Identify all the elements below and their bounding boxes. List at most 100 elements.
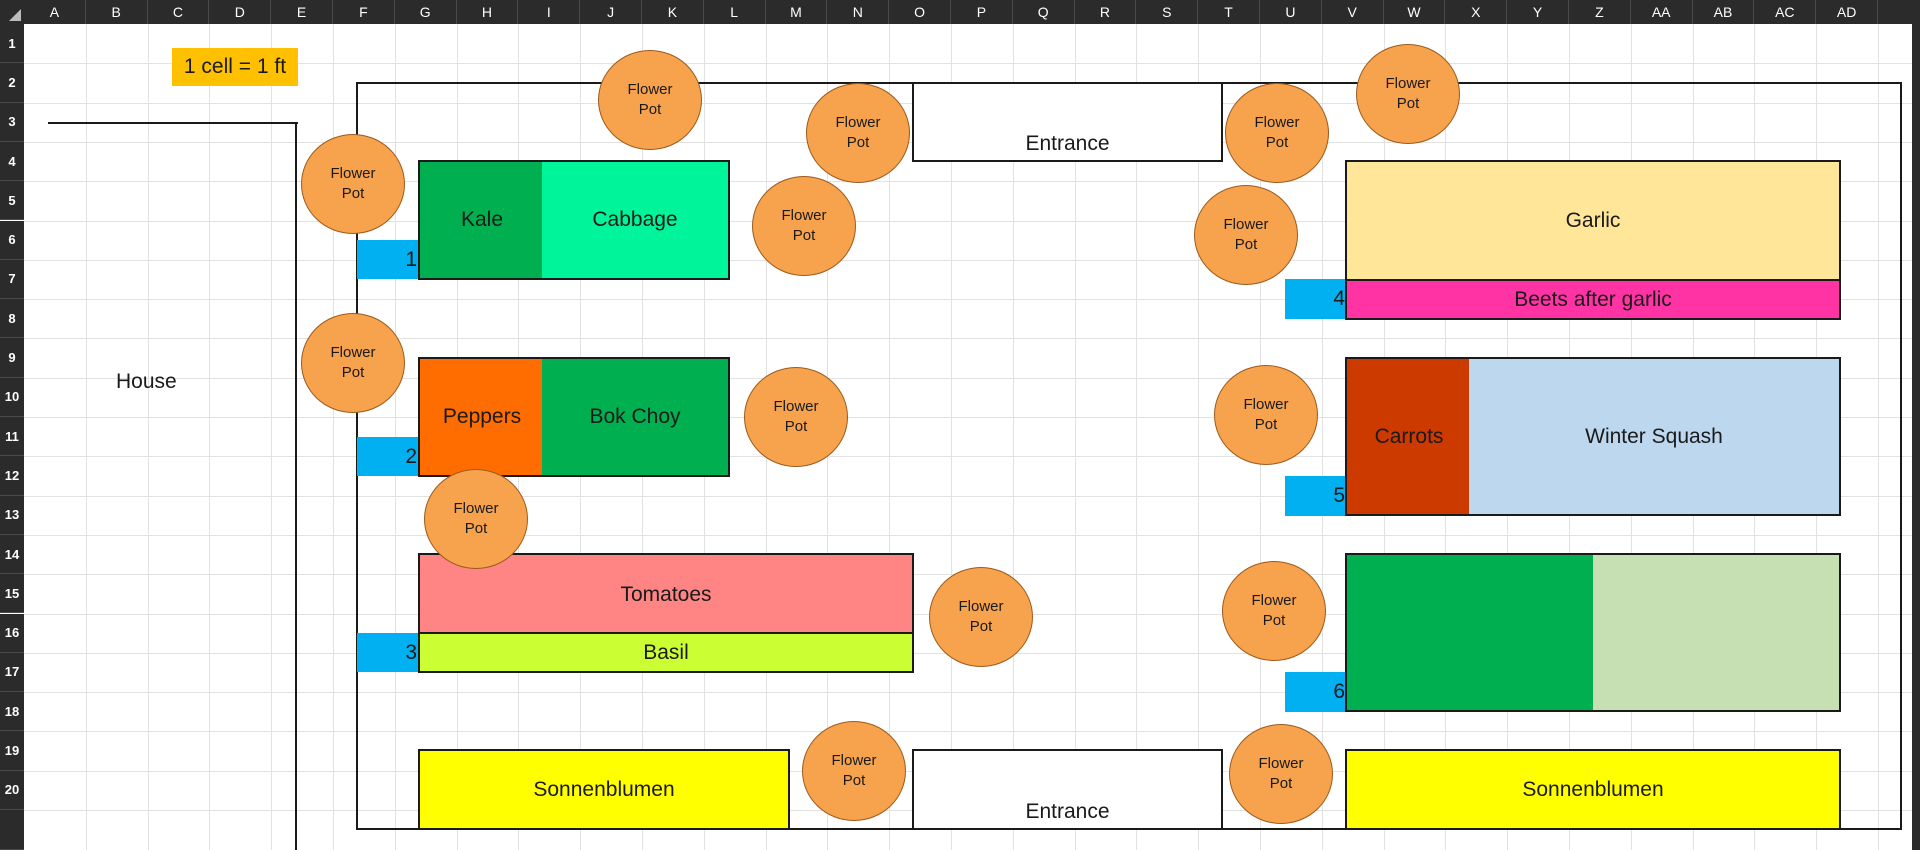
flower-pot-label: Flower Pot [781,207,827,244]
row-header-19[interactable]: 19 [0,731,24,771]
column-header-r[interactable]: R [1074,0,1137,24]
row-header-14[interactable]: 14 [0,534,24,575]
column-header-m[interactable]: M [765,0,828,24]
flower-pot-mid-left-3[interactable]: Flower Pot [424,469,528,569]
gridline-vertical [1074,24,1076,850]
column-header-aa[interactable]: AA [1630,0,1693,24]
bed-1-kale[interactable]: Kale [418,160,544,280]
column-header-g[interactable]: G [394,0,457,24]
row-header-4[interactable]: 4 [0,141,24,182]
column-header-p[interactable]: P [951,0,1013,24]
house-right-edge [295,122,297,850]
flower-pot-top-right-1[interactable]: Flower Pot [1225,83,1329,183]
column-header-e[interactable]: E [271,0,333,24]
bed-5-winter-squash[interactable]: Winter Squash [1469,357,1841,516]
column-header-ab[interactable]: AB [1692,0,1755,24]
column-header-k[interactable]: K [642,0,704,24]
column-header-n[interactable]: N [827,0,890,24]
column-header-ad[interactable]: AD [1816,0,1878,24]
row-header-15[interactable]: 15 [0,574,24,614]
column-header-a[interactable]: A [24,0,86,24]
bed-number-6: 6 [1285,672,1347,712]
flower-pot-mid-right-3[interactable]: Flower Pot [1222,561,1326,661]
select-all-corner[interactable] [0,0,24,24]
sunflowers-left[interactable]: Sonnenblumen [418,749,790,830]
row-header-17[interactable]: 17 [0,652,24,693]
column-header-o[interactable]: O [889,0,951,24]
scale-note[interactable]: 1 cell = 1 ft [172,48,298,86]
row-header-5[interactable]: 5 [0,181,24,221]
column-header-l[interactable]: L [703,0,766,24]
bed-4-beets[interactable]: Beets after garlic [1345,279,1841,320]
column-header-i[interactable]: I [518,0,581,24]
row-header-8[interactable]: 8 [0,299,24,339]
row-header-7[interactable]: 7 [0,259,24,300]
flower-pot-mid-center[interactable]: Flower Pot [929,567,1033,667]
bed-2-bok-choy[interactable]: Bok Choy [542,357,730,477]
column-header-f[interactable]: F [333,0,395,24]
column-header-q[interactable]: Q [1012,0,1075,24]
bed-4-garlic[interactable]: Garlic [1345,160,1841,280]
flower-pot-bottom-right[interactable]: Flower Pot [1229,724,1333,824]
column-header-y[interactable]: Y [1507,0,1569,24]
column-header-w[interactable]: W [1383,0,1446,24]
row-header-18[interactable]: 18 [0,692,24,732]
flower-pot-label: Flower Pot [773,398,819,435]
row-header-3[interactable]: 3 [0,102,24,142]
row-header-13[interactable]: 13 [0,495,24,535]
flower-pot-mid-right-2[interactable]: Flower Pot [1214,365,1318,465]
column-header-c[interactable]: C [147,0,210,24]
bed-3-basil[interactable]: Basil [418,632,914,673]
flower-pot-bottom-center[interactable]: Flower Pot [802,721,906,821]
gridline-vertical [209,24,211,850]
garden-right-edge [1900,82,1902,830]
column-header-h[interactable]: H [456,0,519,24]
row-header-1[interactable]: 1 [0,24,24,64]
entrance-bottom[interactable]: Entrance [912,749,1223,830]
entrance-top[interactable]: Entrance [912,82,1223,162]
row-header-12[interactable]: 12 [0,456,24,496]
flower-pot-left-side[interactable]: Flower Pot [301,313,405,413]
vertical-scrollbar[interactable] [1912,24,1920,850]
gridline-vertical [147,24,149,850]
bed-1-cabbage[interactable]: Cabbage [542,160,730,280]
column-header-j[interactable]: J [580,0,642,24]
column-header-z[interactable]: Z [1569,0,1631,24]
flower-pot-mid-left-1[interactable]: Flower Pot [752,176,856,276]
gridline-vertical [951,24,952,850]
row-header-9[interactable]: 9 [0,338,24,378]
column-header-ac[interactable]: AC [1754,0,1817,24]
gridline-horizontal [24,456,1920,458]
sunflowers-right[interactable]: Sonnenblumen [1345,749,1841,830]
flower-pot-mid-right-1[interactable]: Flower Pot [1194,185,1298,285]
column-header-s[interactable]: S [1136,0,1199,24]
bed-6-right[interactable] [1593,553,1841,712]
row-header-20[interactable]: 20 [0,770,24,810]
row-header-6[interactable]: 6 [0,220,24,260]
gridline-horizontal [24,63,1920,65]
column-header-t[interactable]: T [1198,0,1260,24]
gridline-horizontal [24,299,1920,301]
bed-number-3: 3 [357,633,419,672]
bed-5-carrots[interactable]: Carrots [1345,357,1471,516]
row-header-10[interactable]: 10 [0,377,24,417]
gridline-horizontal [24,731,1920,733]
column-header-v[interactable]: V [1321,0,1384,24]
row-header-16[interactable]: 16 [0,613,24,653]
row-header-11[interactable]: 11 [0,417,24,457]
column-header-d[interactable]: D [209,0,272,24]
column-header-b[interactable]: B [85,0,148,24]
flower-pot-top-left-3[interactable]: Flower Pot [806,83,910,183]
column-header-filler [1878,0,1920,24]
flower-pot-mid-left-2[interactable]: Flower Pot [744,367,848,467]
row-header-2[interactable]: 2 [0,63,24,103]
flower-pot-top-right-2[interactable]: Flower Pot [1356,44,1460,144]
bed-2-peppers[interactable]: Peppers [418,357,544,477]
flower-pot-top-left-1[interactable]: Flower Pot [301,134,405,234]
column-header-x[interactable]: X [1445,0,1508,24]
column-header-u[interactable]: U [1260,0,1322,24]
bed-6-left[interactable] [1345,553,1595,712]
bed-3-tomatoes[interactable]: Tomatoes [418,553,914,634]
flower-pot-top-left-2[interactable]: Flower Pot [598,50,702,150]
